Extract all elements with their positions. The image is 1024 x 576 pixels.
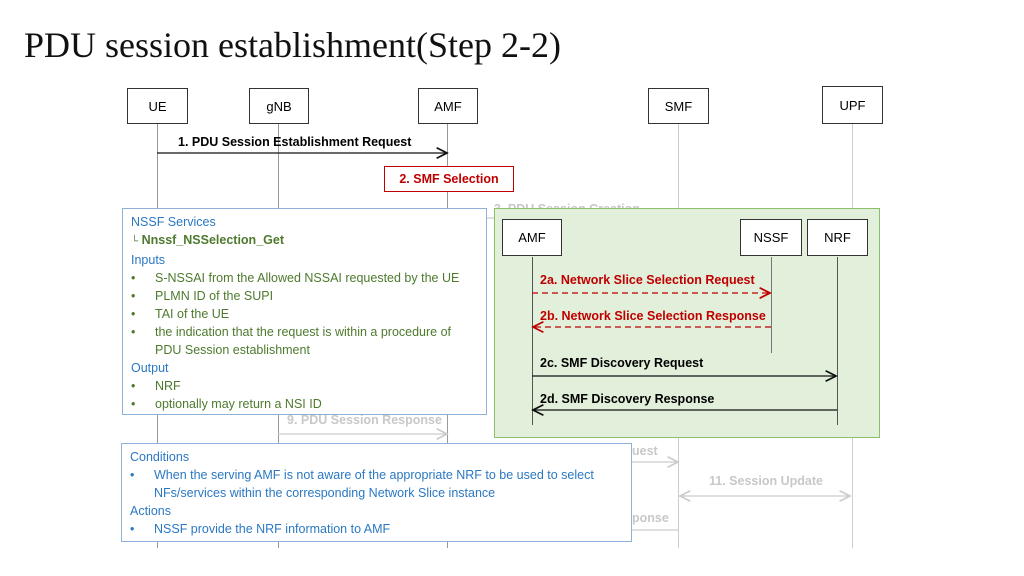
output-label: Output [131, 361, 169, 375]
output-item: NRF [131, 377, 478, 395]
conditions-label: Conditions [130, 450, 190, 464]
msg-2b: 2b. Network Slice Selection Response [540, 309, 766, 323]
step2-detail-panel: AMF NSSF NRF 2a. Network Slice Selection… [494, 208, 880, 438]
entity-ue: UE [127, 88, 188, 124]
msg-12: ponse [632, 511, 669, 525]
condition-item: When the serving AMF is not aware of the… [130, 466, 623, 502]
entity-smf: SMF [648, 88, 709, 124]
inputs-label: Inputs [131, 253, 166, 267]
msg-2a: 2a. Network Slice Selection Request [540, 273, 755, 287]
inset-entity-nssf: NSSF [740, 219, 802, 256]
msg-2c: 2c. SMF Discovery Request [540, 356, 704, 370]
entity-upf: UPF [822, 86, 883, 124]
conditions-box: Conditions When the serving AMF is not a… [121, 443, 632, 542]
entity-gnb: gNB [249, 88, 309, 124]
actions-label: Actions [130, 504, 171, 518]
msg-10: uest [632, 444, 658, 458]
page-title: PDU session establishment(Step 2-2) [24, 25, 561, 65]
entity-amf: AMF [418, 88, 478, 124]
smf-selection-step: 2. SMF Selection [384, 166, 514, 192]
input-item: TAI of the UE [131, 305, 478, 323]
output-item: optionally may return a NSI ID [131, 395, 478, 413]
input-item: PLMN ID of the SUPI [131, 287, 478, 305]
action-item: NSSF provide the NRF information to AMF [130, 520, 623, 538]
inset-entity-nrf: NRF [807, 219, 868, 256]
msg-3: 3. PDU Session Creation [494, 202, 640, 208]
msg-11: 11. Session Update [709, 474, 823, 488]
inset-entity-amf: AMF [502, 219, 562, 256]
msg-2d: 2d. SMF Discovery Response [540, 392, 715, 406]
input-item: the indication that the request is withi… [131, 323, 478, 359]
nssf-services-box: NSSF Services └ Nnssf_NSSelection_Get In… [122, 208, 487, 415]
input-item: S-NSSAI from the Allowed NSSAI requested… [131, 269, 478, 287]
nssf-heading: NSSF Services [131, 215, 216, 229]
service-name: Nnssf_NSSelection_Get [141, 233, 284, 247]
msg-9: 9. PDU Session Response [287, 413, 442, 427]
tree-prefix: └ [131, 236, 139, 247]
msg-1: 1. PDU Session Establishment Request [178, 135, 412, 149]
